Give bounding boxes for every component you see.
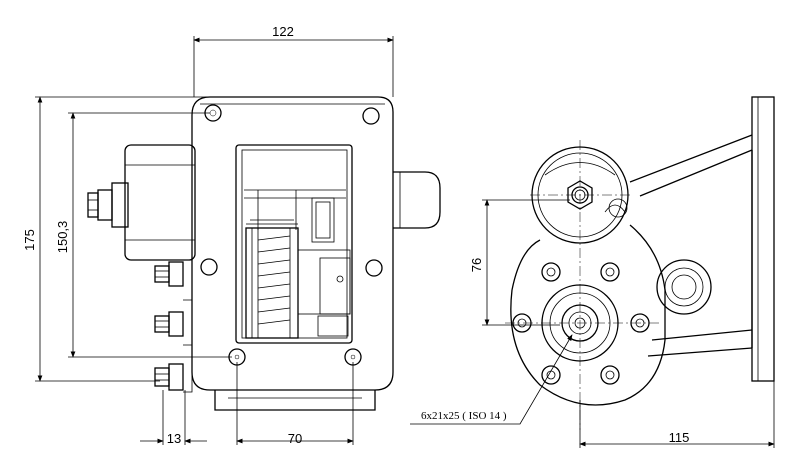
dim-115: 115: [669, 430, 690, 445]
flange-hole: [365, 259, 383, 277]
dim-70: 70: [288, 431, 302, 446]
housing: [510, 224, 666, 406]
dim-150-3: 150,3: [55, 221, 70, 254]
flange-hole: [200, 258, 218, 276]
dim-175: 175: [22, 229, 37, 251]
dimension-lines: [35, 36, 394, 445]
bolt: [154, 261, 184, 287]
gear: [245, 219, 299, 339]
inner-window: [235, 144, 353, 344]
side-dimension-lines: [410, 199, 775, 448]
bolt: [154, 363, 184, 391]
flange-bolt: [600, 365, 620, 385]
flange-bolt: [600, 262, 620, 282]
bolt: [154, 311, 184, 337]
pump-body: [124, 144, 196, 261]
front-view: [87, 96, 441, 411]
side-view: [505, 96, 775, 430]
mounting-flange: [191, 96, 394, 391]
flange-hole: [362, 107, 380, 125]
shaft: [297, 249, 351, 315]
dim-122: 122: [272, 24, 294, 39]
back-flange: [751, 96, 775, 382]
dim-13: 13: [167, 431, 181, 446]
flange-bolt: [541, 262, 561, 282]
dim-76: 76: [469, 258, 484, 272]
outlet-boss: [656, 259, 712, 315]
shaft-spec-note: 6x21x25 ( ISO 14 ): [421, 410, 507, 422]
hose-fitting: [87, 182, 129, 228]
side-boss: [393, 171, 441, 229]
